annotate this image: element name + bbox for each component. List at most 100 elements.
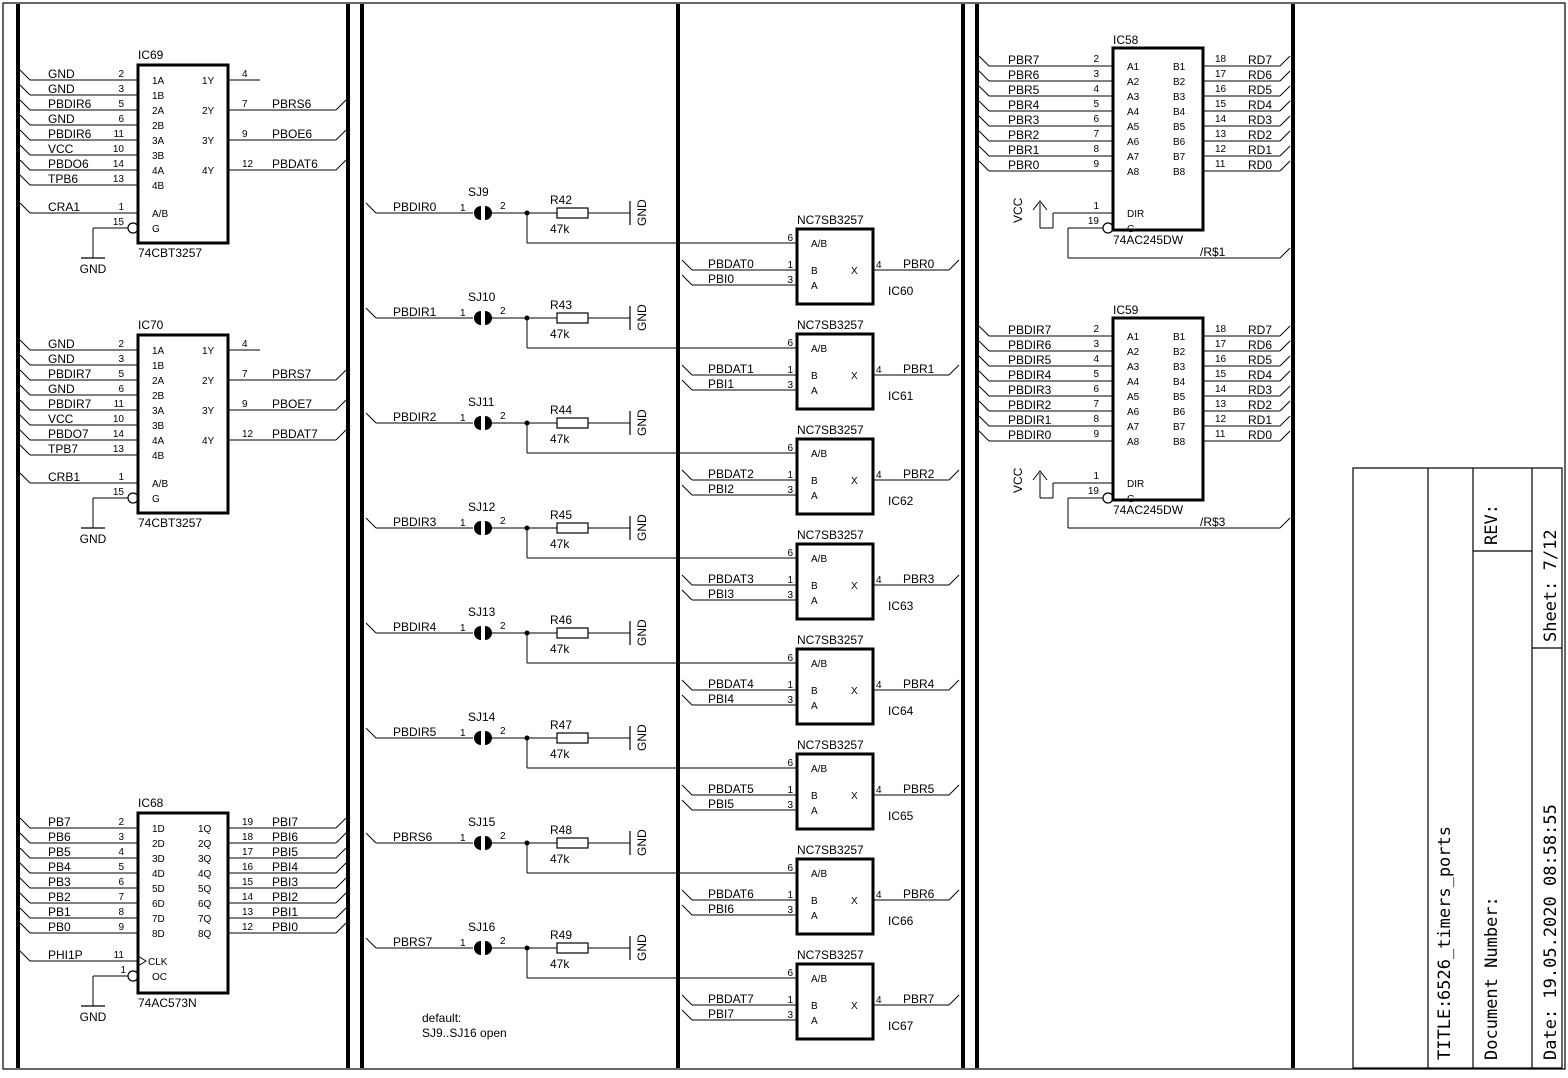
input-net-4-entry [19,877,31,889]
b-net-entry-6 [1279,415,1291,427]
input-net-2-label: PBDIR7 [48,367,92,381]
pin-name: B8 [1173,167,1186,178]
pin-name: 1Q [198,824,212,835]
pin-number: 17 [1215,339,1227,350]
pin-name: 3D [152,854,165,865]
net-entry [365,307,377,319]
output-net-3-entry [335,429,347,441]
pin-number: 4 [242,339,248,350]
b-net-label: RD7 [1248,323,1272,337]
pin-number: 6 [118,877,124,888]
a-net-label: PBR5 [1008,83,1040,97]
pin-number: 7 [1093,129,1099,140]
resistor-value: 47k [550,852,570,866]
pin-number: 6 [118,384,124,395]
pin-name: A [811,701,818,712]
clock-triangle [137,955,147,967]
pin-number: 3 [787,905,793,916]
pin-name: 1Y [202,346,215,357]
x-net-label: PBR0 [903,257,935,271]
pin-name: 4A [152,436,165,447]
pin-name: G [1127,224,1135,235]
output-net-4-entry [335,877,347,889]
a-net-5-entry [978,400,990,412]
x-entry [948,574,960,586]
pin-name: 8Q [198,929,212,940]
pin-name: 8D [152,929,165,940]
b-net-entry-2 [1279,85,1291,97]
input-net-7-label: PB0 [48,920,71,934]
date-label: Date: 19.05.2020 08:58:55 [1541,804,1561,1060]
output-net-7-label: PBI0 [272,920,298,934]
resistor-ref: R48 [550,823,572,837]
b-net-entry-5 [1279,400,1291,412]
pin-number: 5 [1093,99,1099,110]
b-net-label: RD0 [1248,158,1272,172]
b-net-entry-1 [1279,70,1291,82]
pin-number: 6 [787,443,793,454]
output-net-6-label: PBI1 [272,905,298,919]
solder-jumper-half-right [485,941,492,955]
input-net-4-entry [19,399,31,411]
jumper-ref: SJ13 [468,605,496,619]
pin-number: 9 [1093,159,1099,170]
pin-name: 1A [152,346,165,357]
net-label: PBDIR3 [393,515,437,529]
b-entry [681,679,693,691]
pin-number: 3 [118,354,124,365]
pin-number: 11 [114,950,125,961]
pin-name: 2D [152,839,165,850]
output-net-7-entry [335,922,347,934]
b-net-entry-4 [1279,115,1291,127]
resistor-ref: R49 [550,928,572,942]
pin-name: 2Y [202,376,215,387]
x-entry [948,889,960,901]
pin-name: A/B [811,554,827,565]
gnd-label: GND [80,1010,107,1024]
pin-name: X [851,476,858,487]
pin-number: 6 [787,233,793,244]
pin-name: 3Y [202,406,215,417]
solder-jumper-half-right [485,416,492,430]
pin-number: 8 [1093,144,1099,155]
pin-number: 1 [787,785,793,796]
pin-name: 4D [152,869,165,880]
pin-name: A/B [811,659,827,670]
pin-number: 4 [876,260,882,271]
solder-jumper-half-left [474,836,481,850]
b-net-entry-7 [1279,430,1291,442]
b-net-entry-1 [1279,340,1291,352]
pin-name: A [811,911,818,922]
a-entry [681,589,693,601]
solder-jumper-half-right [485,731,492,745]
pin-number: 2 [500,306,506,317]
pin-name: A [811,1016,818,1027]
mux-part: NC7SB3257 [797,633,864,647]
pin-name: 2B [152,121,165,132]
a-entry [681,379,693,391]
net-entry [365,727,377,739]
gnd-label: GND [635,619,649,646]
b-net-label: RD6 [1248,68,1272,82]
pin-number: 3 [787,590,793,601]
pin-number: 19 [1088,486,1100,497]
pin-number: 15 [242,877,254,888]
pin-name: 1B [152,91,165,102]
a-net-4-entry [978,115,990,127]
a-entry [681,694,693,706]
input-net-1-label: GND [48,82,75,96]
mux-body [795,542,875,621]
pin-name: 3A [152,406,165,417]
pin-number: 5 [1093,369,1099,380]
input-net-6-entry [19,159,31,171]
b-net-label: RD3 [1248,383,1272,397]
pin-number: 3 [787,485,793,496]
input-net-3-label: GND [48,112,75,126]
pin-name: B8 [1173,437,1186,448]
b-net-label: RD4 [1248,98,1272,112]
mux-ref: IC67 [888,1019,914,1033]
